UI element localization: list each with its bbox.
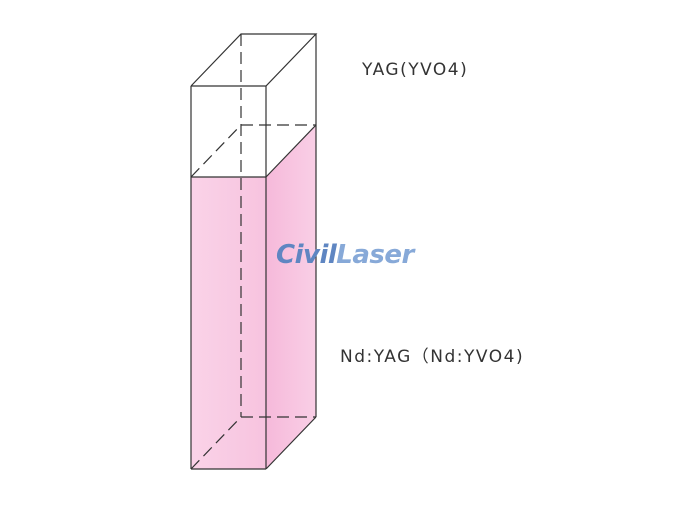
doped-material-label: Nd:YAG（Nd:YVO4) [340,347,525,367]
undoped-material-label: YAG(YVO4) [362,60,469,80]
civillaser-logo-watermark: CivilLaser [276,240,414,270]
doped-front-face [191,177,266,469]
hidden-edges [190,34,316,470]
logo-part-laser: Laser [336,240,414,270]
visible-edges [190,33,318,470]
logo-part-civil: Civil [276,240,337,270]
doped-side-face [266,125,316,469]
